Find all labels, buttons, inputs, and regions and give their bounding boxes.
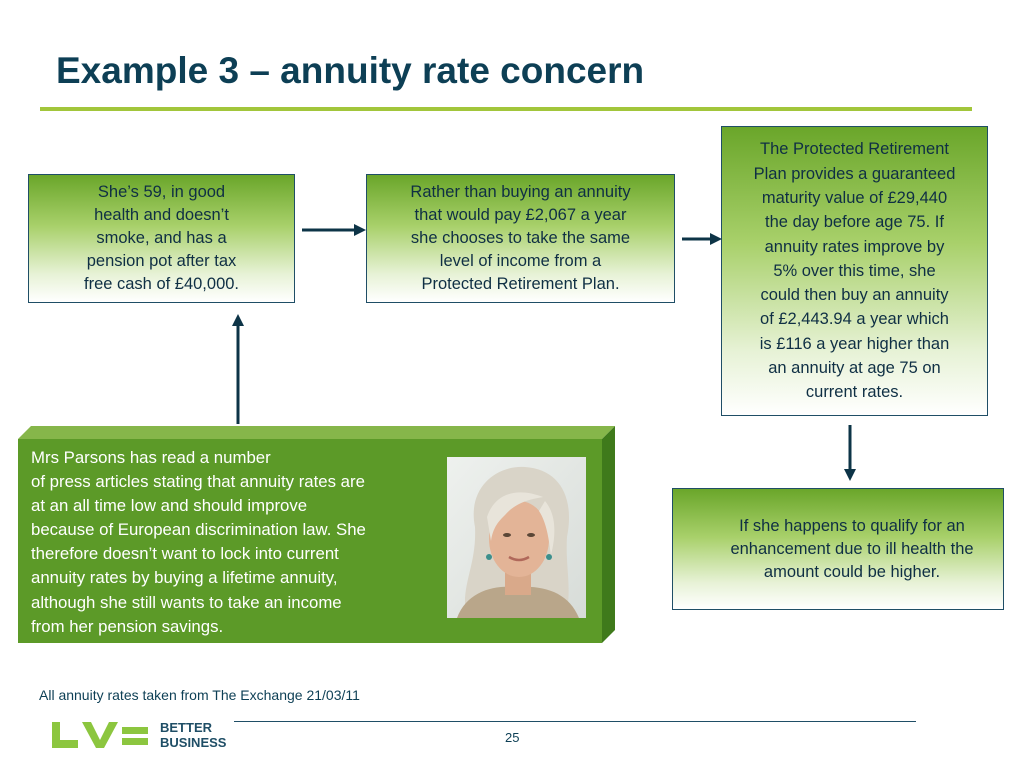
source-footnote: All annuity rates taken from The Exchang… (39, 687, 360, 703)
guarantee-line: the day before age 75. If (765, 213, 944, 232)
slide-title: Example 3 – annuity rate concern (56, 50, 645, 91)
arrow-up-icon (232, 314, 244, 424)
case-study-line: therefore doesn’t want to lock into curr… (31, 544, 339, 564)
logo-text-better: BETTER (160, 720, 213, 735)
guarantee-line: maturity value of £29,440 (761, 188, 948, 207)
choice-line: level of income from a (439, 252, 602, 270)
guarantee-line: is £116 a year higher than (759, 334, 950, 353)
enhancement-line: If she happens to qualify for an (739, 516, 965, 535)
page-number: 25 (505, 730, 520, 745)
case-study-line: although she still wants to take an inco… (31, 592, 342, 612)
case-study-line: from her pension savings. (31, 616, 224, 636)
choice-line: Rather than buying an annuity (410, 183, 631, 201)
case-study-line: because of European discrimination law. … (31, 520, 366, 540)
profile-box: She’s 59, in good health and doesn’t smo… (28, 174, 295, 303)
guarantee-line: could then buy an annuity (760, 286, 949, 305)
case-study-line: annuity rates by buying a lifetime annui… (31, 568, 338, 588)
profile-line: pension pot after tax (86, 252, 237, 270)
choice-line: that would pay £2,067 a year (414, 206, 627, 224)
choice-line: Protected Retirement Plan. (421, 275, 620, 293)
logo-text-business: BUSINESS (160, 735, 227, 750)
choice-box: Rather than buying an annuity that would… (366, 174, 675, 303)
guarantee-line: The Protected Retirement (760, 140, 949, 159)
guarantee-box: The Protected Retirement Plan provides a… (721, 126, 988, 416)
case-study-text: Mrs Parsons has read a number of press a… (31, 446, 436, 639)
guarantee-line: annuity rates improve by (764, 237, 945, 256)
guarantee-line: 5% over this time, she (773, 261, 936, 280)
guarantee-line: current rates. (805, 383, 904, 402)
enhancement-box: If she happens to qualify for an enhance… (672, 488, 1004, 610)
profile-line: She’s 59, in good (97, 183, 226, 201)
footer-divider (234, 721, 916, 722)
arrow-right-icon (682, 233, 722, 245)
lv-better-business-logo: BETTER BUSINESS (52, 720, 227, 750)
guarantee-line: of £2,443.94 a year which (760, 310, 949, 329)
profile-line: free cash of £40,000. (83, 275, 240, 293)
guarantee-line: an annuity at age 75 on (768, 359, 941, 378)
guarantee-line: Plan provides a guaranteed (753, 164, 956, 183)
profile-line: health and doesn’t (94, 206, 229, 224)
enhancement-line: enhancement due to ill health the (730, 539, 974, 558)
case-study-line: of press articles stating that annuity r… (31, 472, 365, 492)
choice-line: she chooses to take the same (410, 229, 631, 247)
title-underline (40, 107, 972, 111)
case-study-line: Mrs Parsons has read a number (31, 448, 271, 467)
case-study-line: at an all time low and should improve (31, 496, 308, 516)
arrow-right-icon (302, 224, 366, 236)
profile-line: smoke, and has a (96, 229, 227, 247)
arrow-down-icon (844, 425, 856, 481)
enhancement-line: amount could be higher. (763, 562, 941, 581)
portrait-photo (447, 457, 586, 618)
